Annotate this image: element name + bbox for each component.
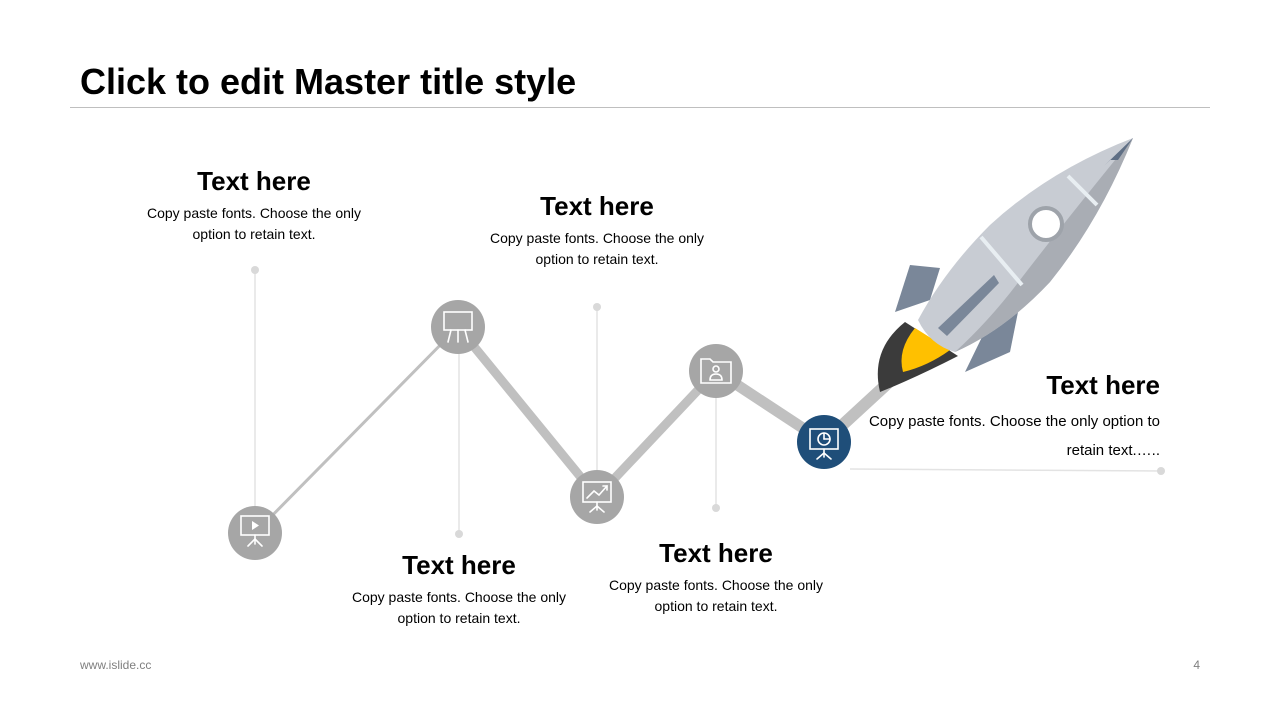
- easel-board-icon: [443, 311, 473, 343]
- chart-growth-icon: [582, 481, 612, 513]
- step-heading-2[interactable]: Text here: [540, 191, 654, 221]
- step-body-4[interactable]: Copy paste fonts. Choose the only option…: [608, 577, 824, 614]
- step-text-5: Text here Copy paste fonts. Choose the o…: [860, 369, 1160, 465]
- step-heading-4[interactable]: Text here: [659, 538, 773, 568]
- folder-user-icon: [700, 358, 732, 384]
- step-node-3[interactable]: [570, 470, 624, 524]
- rocket-nose: [1104, 138, 1133, 166]
- page-number: 4: [1193, 658, 1200, 672]
- leader-line-5: [849, 468, 1162, 472]
- step-body-2[interactable]: Copy paste fonts. Choose the only option…: [489, 230, 705, 267]
- rocket-band-bottom: [979, 235, 1024, 287]
- title-divider: [70, 107, 1210, 108]
- step-text-1: Text here Copy paste fonts. Choose the o…: [134, 165, 374, 245]
- pie-chart-board-icon: [809, 428, 839, 460]
- step-body-3[interactable]: Copy paste fonts. Choose the only option…: [351, 589, 567, 626]
- leader-lines: [251, 266, 1165, 538]
- step-node-5[interactable]: [797, 415, 851, 469]
- leader-dot-5: [1157, 467, 1165, 475]
- step-heading-5[interactable]: Text here: [1046, 370, 1160, 400]
- page-title[interactable]: Click to edit Master title style: [80, 61, 577, 102]
- step-node-4[interactable]: [689, 344, 743, 398]
- rocket-window: [1028, 206, 1064, 242]
- rocket-stripe: [938, 275, 999, 336]
- leader-dot-1: [251, 266, 259, 274]
- step-node-2[interactable]: [431, 300, 485, 354]
- rocket-fin-left: [895, 265, 940, 312]
- leader-dot-4: [712, 504, 720, 512]
- rocket-flame: [901, 328, 950, 372]
- path-segment-2: [453, 322, 602, 502]
- rocket-band-top: [1066, 174, 1099, 207]
- step-text-4: Text here Copy paste fonts. Choose the o…: [596, 537, 836, 617]
- path-segment-1: [253, 325, 460, 535]
- presentation-play-icon: [240, 515, 270, 547]
- step-text-3: Text here Copy paste fonts. Choose the o…: [339, 549, 579, 629]
- step-node-1[interactable]: [228, 506, 282, 560]
- leader-dot-3: [593, 303, 601, 311]
- leader-dot-2: [455, 530, 463, 538]
- footer-url: www.islide.cc: [80, 658, 152, 672]
- step-body-5[interactable]: Copy paste fonts. Choose the only option…: [868, 413, 1160, 459]
- step-text-2: Text here Copy paste fonts. Choose the o…: [477, 190, 717, 270]
- step-heading-1[interactable]: Text here: [197, 166, 311, 196]
- step-heading-3[interactable]: Text here: [402, 550, 516, 580]
- step-body-1[interactable]: Copy paste fonts. Choose the only option…: [146, 205, 362, 242]
- rocket-illustration: [877, 138, 1133, 392]
- path-segment-3: [592, 366, 721, 502]
